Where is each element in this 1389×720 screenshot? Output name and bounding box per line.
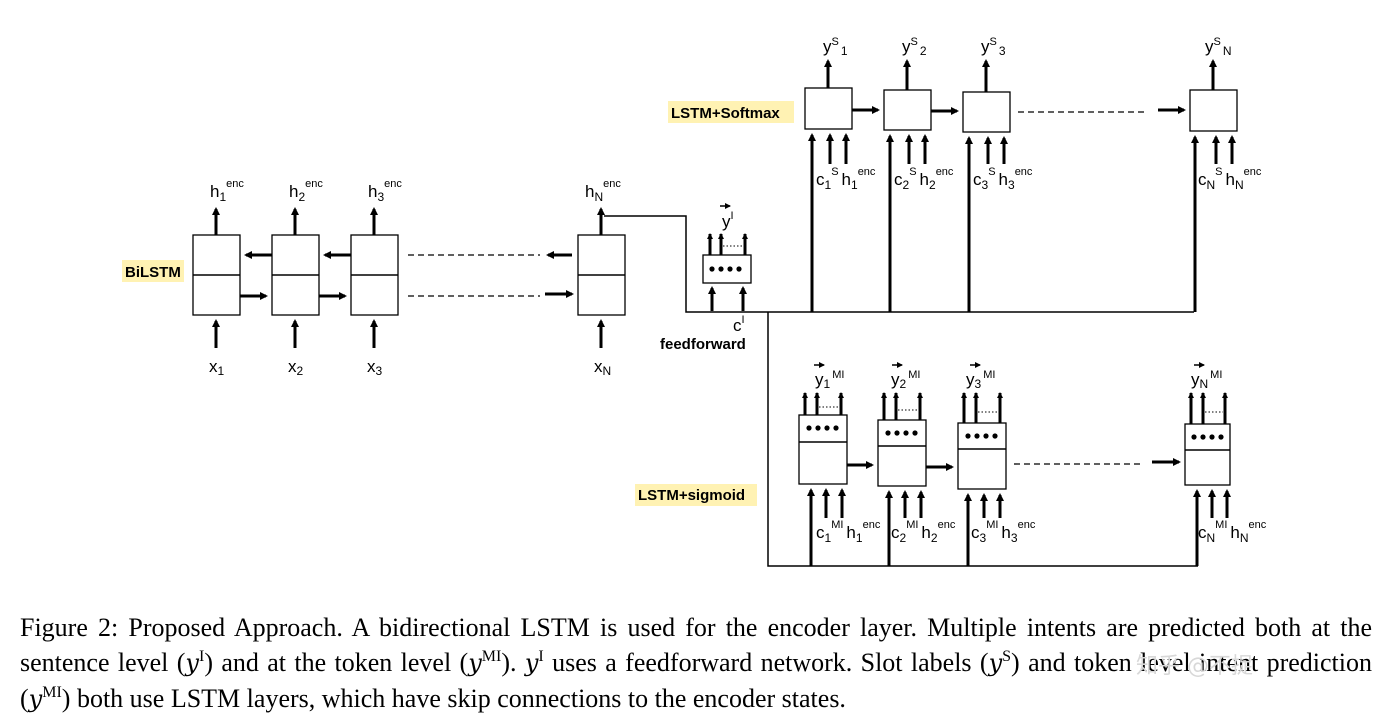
encoder-cell-2 [271, 234, 320, 316]
token-intent-lstm-sigmoid: LSTM+sigmoid [635, 362, 1267, 566]
input-x1: x1 [209, 357, 225, 378]
token-intent-y2: y2MI [891, 369, 920, 391]
input-x2: x2 [288, 357, 304, 378]
bilstm-highlight [122, 260, 184, 282]
slot-output-y1: yS1 [823, 36, 848, 58]
enc-h2: h2enc [289, 178, 323, 204]
token-intent-y3: y3MI [966, 369, 995, 391]
sentence-intent-label: yI [722, 210, 734, 231]
slot-cell-n [1189, 89, 1238, 132]
softmax-highlight [668, 101, 794, 123]
slot-lstm-softmax: LSTM+Softmax yS1 yS2 yS3 ySN c1 [668, 36, 1262, 312]
slot-cell-3 [962, 91, 1011, 133]
input-xn: xN [594, 357, 611, 378]
encoder-bilstm: BiLSTM [122, 178, 626, 378]
encoder-cell-3 [350, 234, 399, 316]
feedforward-block: yI cI feedforward [660, 203, 752, 353]
slot-cell-2 [883, 89, 932, 131]
lstm-softmax-label: LSTM+Softmax [671, 105, 780, 122]
sigmoid-highlight [635, 484, 757, 506]
enc-hn: hNenc [585, 178, 621, 204]
encoder-cell-1 [192, 234, 241, 316]
token-intent-cell-n [1184, 423, 1231, 486]
token-intent-output-labels: y1MI y2MI y3MI yNMI [814, 362, 1222, 391]
token-intent-yn: yNMI [1191, 369, 1222, 391]
slot-cell-1 [804, 87, 853, 130]
enc-h3: h3enc [368, 178, 402, 204]
slot-output-yn: ySN [1205, 36, 1232, 58]
token-intent-cell-2 [877, 419, 927, 487]
bilstm-label: BiLSTM [125, 264, 181, 281]
slot-output-y3: yS3 [981, 36, 1006, 58]
feedforward-label: feedforward [660, 336, 746, 353]
architecture-diagram: BiLSTM [122, 36, 1267, 567]
input-x3: x3 [367, 357, 383, 378]
figure-caption: Figure 2: Proposed Approach. A bidirecti… [20, 613, 1372, 713]
lstm-sigmoid-label: LSTM+sigmoid [638, 487, 745, 504]
feedforward-dots [709, 266, 742, 272]
token-intent-outputs [802, 392, 1228, 424]
token-intent-cell-1 [798, 414, 848, 485]
watermark: 知乎 @不捉 [1136, 654, 1253, 679]
slot-output-y2: yS2 [902, 36, 927, 58]
enc-h1: h1enc [210, 178, 244, 204]
encoder-cell-n [577, 234, 626, 316]
token-intent-y1: y1MI [815, 369, 844, 391]
token-intent-cell-3 [957, 422, 1007, 490]
skip-connections [604, 215, 1198, 567]
intent-context-label: cI [733, 314, 745, 335]
